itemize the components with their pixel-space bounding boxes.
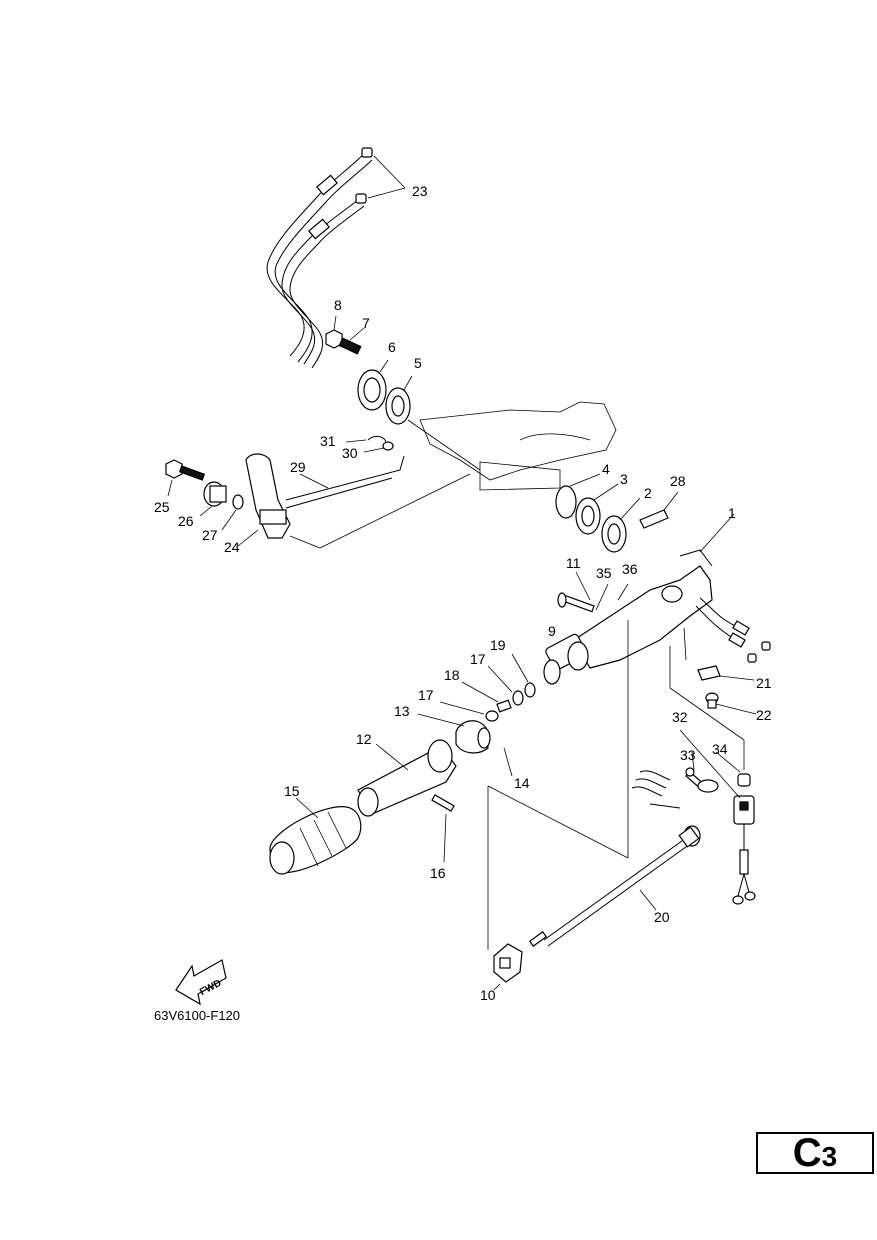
section-code-box: C 3 [756,1132,874,1174]
part-label-36: 36 [622,561,638,577]
part-label-1: 1 [728,505,736,521]
screw-9-pin-11 [557,571,595,613]
throttle-grip-15 [269,797,362,875]
part-label-32: 32 [672,709,688,725]
part-label-19: 19 [490,637,506,653]
part-label-13: 13 [394,703,410,719]
handle-shaft [543,583,629,858]
part-label-23: 23 [412,183,428,199]
pivot-bolt-25 [165,459,244,531]
plate-28 [639,491,679,529]
throttle-cables [266,147,406,369]
part-label-29: 29 [290,459,306,475]
part-label-24: 24 [224,539,240,555]
part-label-27: 27 [202,527,218,543]
washers-6-5 [357,359,413,425]
part-label-17b: 17 [418,687,434,703]
part-label-34: 34 [712,741,728,757]
bracket-10 [493,943,523,991]
part-label-8: 8 [334,297,342,313]
bracket-phantom [407,401,617,491]
part-label-18: 18 [444,667,460,683]
shift-cable-20 [487,785,701,950]
part-label-14: 14 [514,775,530,791]
collar-13 [417,713,513,777]
section-number: 3 [821,1141,838,1172]
part-label-22: 22 [756,707,772,723]
part-label-2: 2 [644,485,652,501]
part-label-4: 4 [602,461,610,477]
part-label-3: 3 [620,471,628,487]
handle-bracket [573,513,771,770]
grommet-21-bolt-22 [697,665,757,715]
washers-4-3-2 [555,473,641,553]
part-label-12: 12 [356,731,372,747]
clip-washer [345,435,394,453]
part-label-5: 5 [414,355,422,371]
part-label-33: 33 [680,747,696,763]
part-label-6: 6 [388,339,396,355]
stop-switch [631,729,756,905]
part-label-7: 7 [362,315,370,331]
part-label-10: 10 [480,987,496,1003]
shift-lever-24 [237,453,471,549]
part-label-11: 11 [566,555,581,571]
part-label-30: 30 [342,445,358,461]
part-label-28: 28 [670,473,686,489]
part-label-31: 31 [320,433,336,449]
part-label-26: 26 [178,513,194,529]
part-labels: 1 2 3 4 5 6 7 8 9 10 11 12 13 14 15 16 1… [154,183,772,1003]
part-label-15: 15 [284,783,300,799]
part-label-21: 21 [756,675,772,691]
friction-parts [439,653,536,722]
part-label-17a: 17 [470,651,486,667]
nut-and-stud [325,315,365,355]
fwd-arrow: FWD [175,959,227,1006]
section-letter: C [792,1131,822,1175]
drawing-code: 63V6100-F120 [154,1008,240,1023]
part-label-35: 35 [596,565,612,581]
part-label-25: 25 [154,499,170,515]
part-label-20: 20 [654,909,670,925]
part-label-9: 9 [548,623,556,639]
throttle-shaft-12 [357,739,457,863]
part-label-16: 16 [430,865,446,881]
